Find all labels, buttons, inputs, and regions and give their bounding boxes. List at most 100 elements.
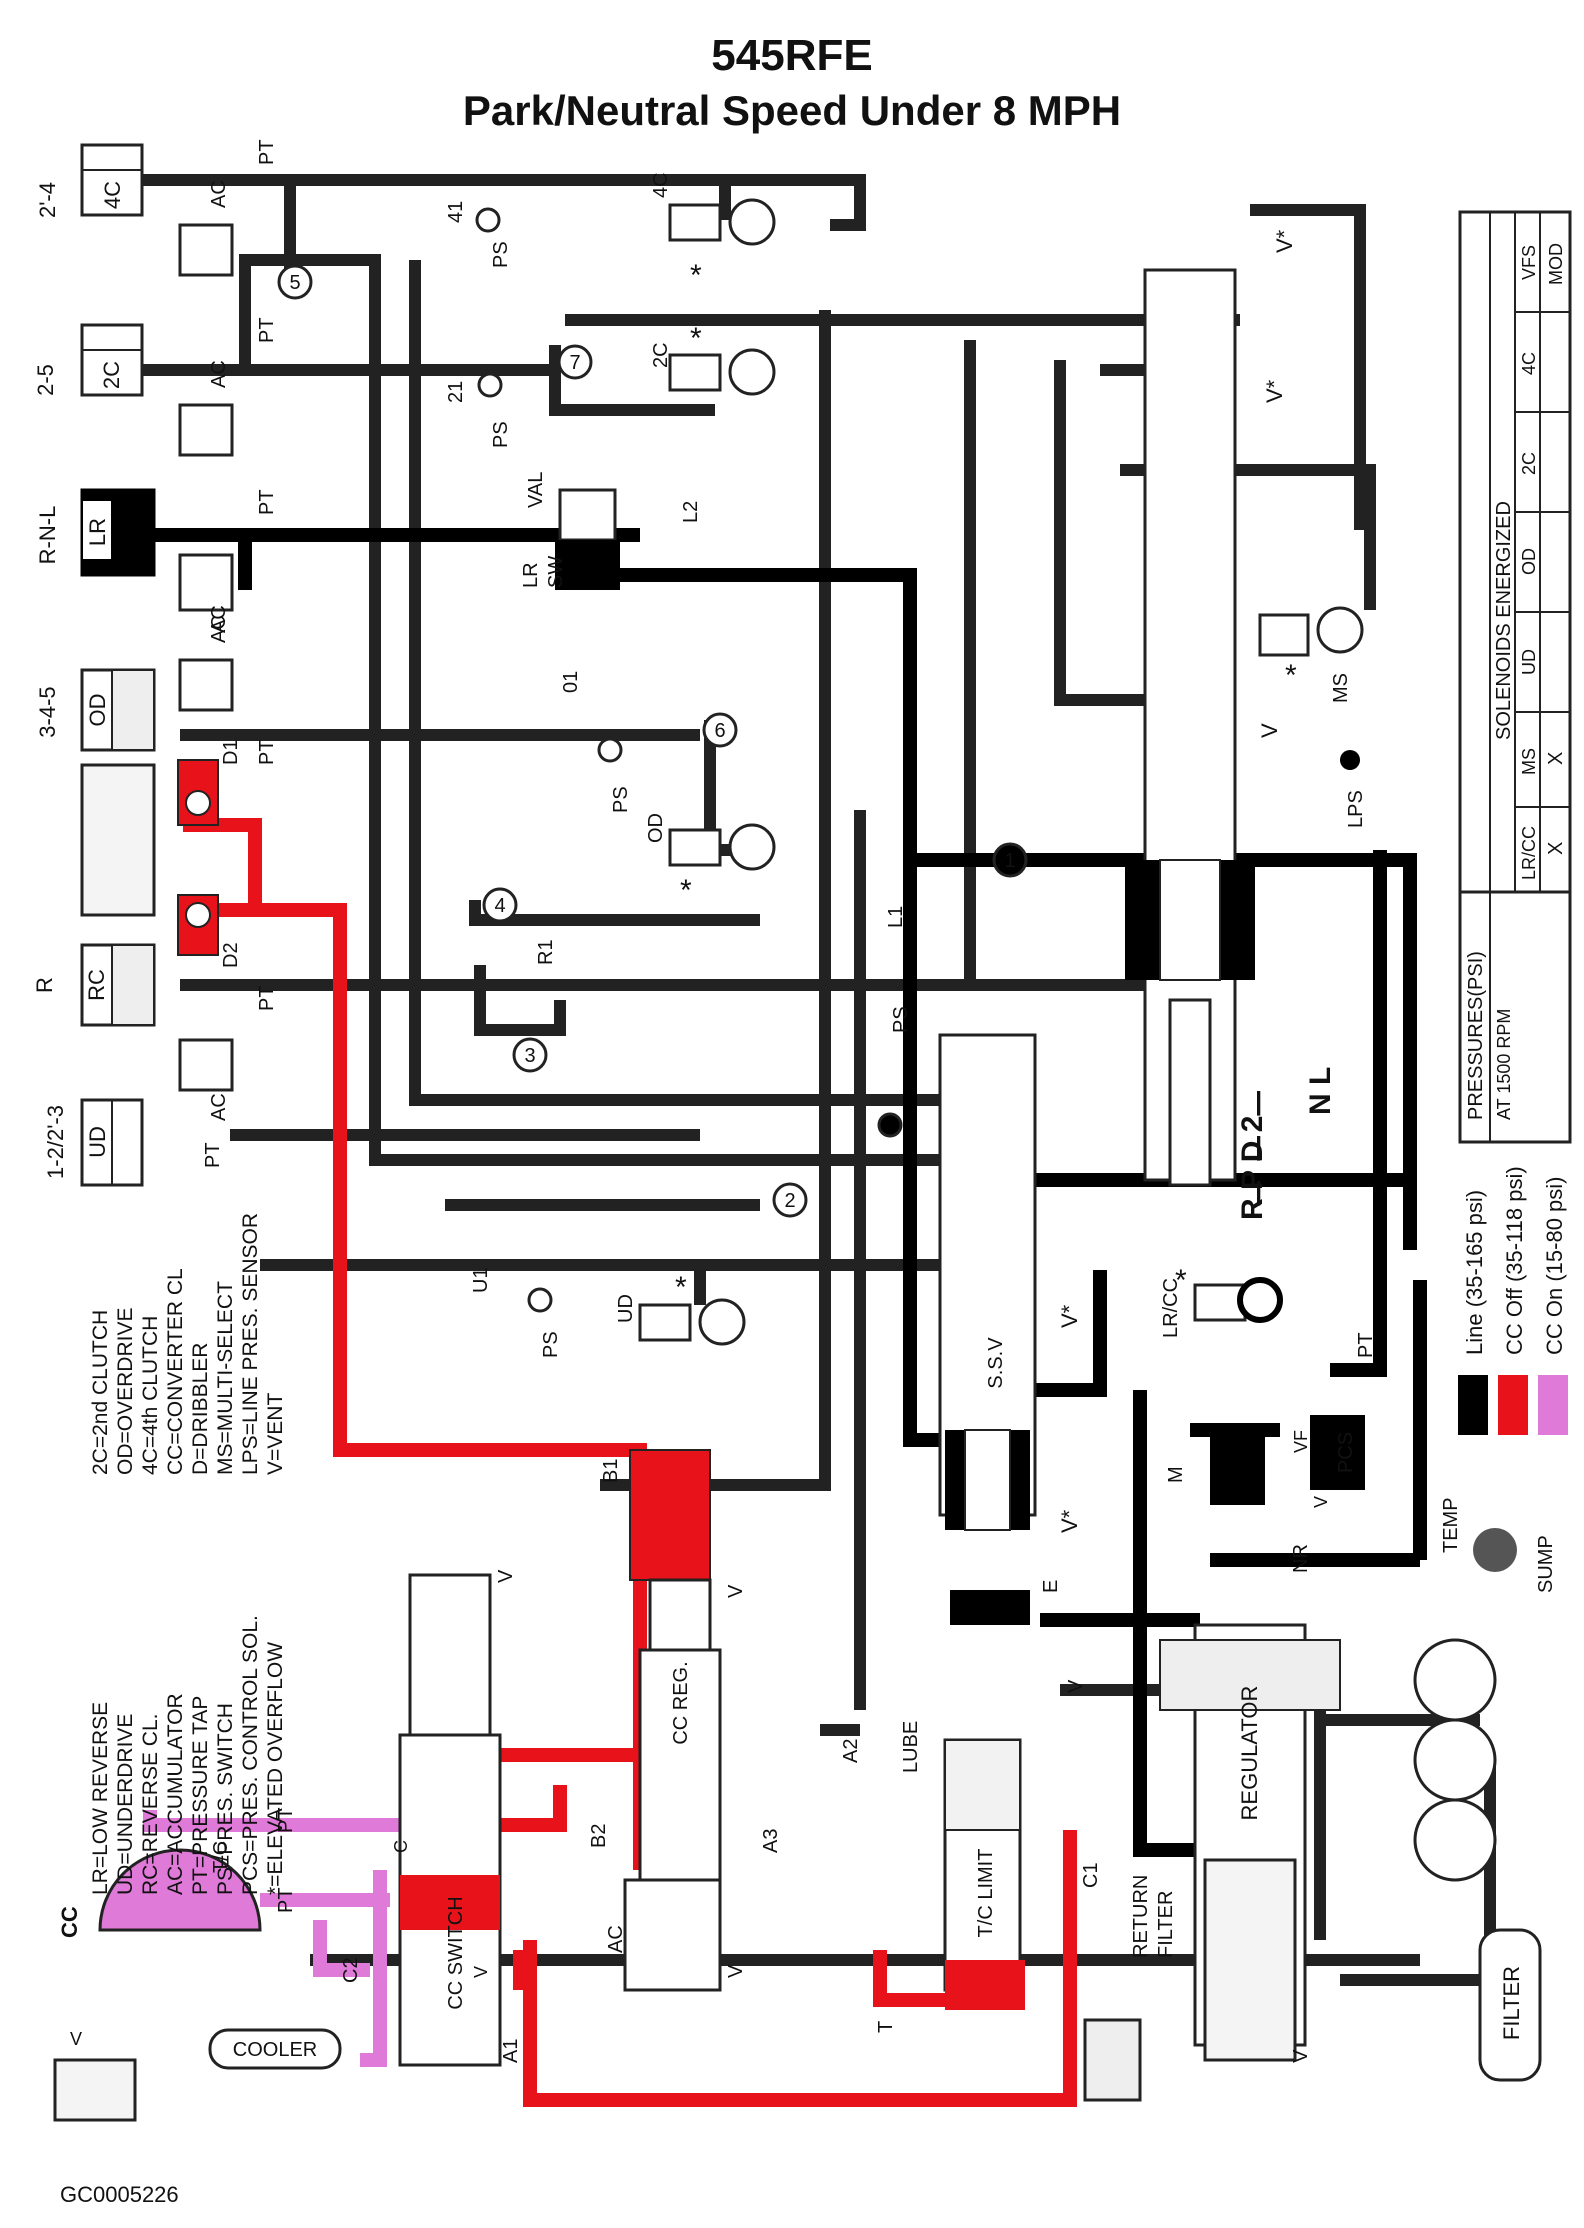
legend-abbrev-5: PS=PRES. SWITCH <box>214 1703 237 1895</box>
solenoid-col-4c: 4C <box>1519 352 1539 375</box>
svg-text:5: 5 <box>289 272 300 294</box>
valve-2c-label: 2C <box>650 342 672 368</box>
cc-switch-vent: V <box>495 1569 517 1583</box>
pink-tc-right <box>360 1870 387 2067</box>
gear-positions: | | | R P D 2 N L <box>1236 1067 1337 1220</box>
torque-converter-clutch <box>98 1848 262 1932</box>
clutch-valves <box>638 198 776 1346</box>
pressure-switch-u1 <box>527 1287 553 1313</box>
tc-limit-t: T <box>875 2021 897 2033</box>
pressure-tap-labels: PT PT PT PT PT PT <box>202 139 278 1168</box>
tc-pt-1: PT <box>275 1807 297 1833</box>
cc-reg-b1: B1 <box>600 1459 622 1483</box>
dribbler-d2: D2 <box>177 894 242 968</box>
manual-valve: V* V* V <box>1125 229 1297 1187</box>
legend-abbrev-3: AC=ACCUMULATOR <box>164 1693 187 1895</box>
ps-label-01: PS <box>610 786 632 813</box>
accumulator-ud <box>178 1038 234 1092</box>
accumulator-od <box>178 658 234 712</box>
ac-label-lr: AC <box>208 605 230 633</box>
passage-v3 <box>469 900 760 926</box>
pressure-switch-lr <box>877 1112 903 1138</box>
legend-abbrev-12: D=DRIBBLER <box>189 1343 212 1475</box>
valve-od-label: OD <box>645 813 667 843</box>
legend-abbrev-14: LPS=LINE PRES. SENSOR <box>239 1213 262 1475</box>
legend-abbrev-0: LR=LOW REVERSE <box>89 1702 112 1895</box>
ssv-label: S.S.V <box>985 1337 1007 1389</box>
cc-reg-ac: AC <box>605 1925 627 1953</box>
pt-label-4c: PT <box>256 139 278 165</box>
tc-limit-vent: V <box>1065 1679 1087 1693</box>
valve-4c <box>668 198 776 246</box>
vent-vstar-2: V* <box>1262 379 1287 403</box>
solenoid-table-pressures-title: PRESSURES(PSI) <box>1465 951 1487 1120</box>
pt-label-od: PT <box>256 739 278 765</box>
ps-label-u1: PS <box>540 1331 562 1358</box>
lps-sensor: LPS <box>1340 750 1367 828</box>
pressure-legend: Line (35-165 psi) CC Off (35-118 psi) CC… <box>1458 1166 1568 1435</box>
clutch-rc-range: R <box>32 977 57 993</box>
pressure-legend-ccon: CC On (15-80 psi) <box>1542 1176 1567 1355</box>
filter: FILTER <box>1478 1928 1542 2082</box>
check-ball-6: 6 <box>702 712 738 748</box>
tc-limit-valve: T/C LIMIT C1 LUBE T V <box>875 1679 1102 2033</box>
legend-abbrev-1: UD=UNDERDRIVE <box>114 1714 137 1895</box>
solenoid-val-ms: X <box>1545 752 1567 765</box>
pt-label-lr: PT <box>256 489 278 515</box>
svg-text:2: 2 <box>784 1190 795 1212</box>
clutch-4c-label: 4C <box>100 181 125 209</box>
ps-label-r1: R1 <box>535 939 557 965</box>
passage-r1 <box>474 965 566 1036</box>
cc-reg-label: CC REG. <box>670 1661 692 1744</box>
ac-label-od: AC <box>208 615 230 643</box>
pump <box>1413 1638 1497 1882</box>
cooler-label: COOLER <box>233 2039 317 2061</box>
line-main3 <box>1330 850 1387 1377</box>
title-block: 545RFE Park/Neutral Speed Under 8 MPH <box>0 28 1584 138</box>
pump-gear-2 <box>1413 1718 1497 1802</box>
regulator-vent: V <box>1290 2049 1312 2063</box>
pressure-switch-01 <box>597 737 623 763</box>
clutch-2c-range: 2-5 <box>33 364 58 396</box>
valve-ud-star: * <box>675 1271 687 1304</box>
return-filter: RETURN FILTER <box>1083 1875 1177 2102</box>
pressure-legend-swatch-ccoff <box>1498 1375 1528 1435</box>
tc-limit-label: T/C LIMIT <box>975 1849 997 1938</box>
cc-reg-a2: A2 <box>840 1739 862 1763</box>
clutch-rc-label: RC <box>84 969 109 1001</box>
passage-v11 <box>1250 204 1366 530</box>
lr-sw-label2: SW <box>545 556 567 588</box>
solenoid-col-2c: 2C <box>1519 452 1539 475</box>
line-main2 <box>1010 1270 1107 1397</box>
gear-row-1: R P D 2 <box>1236 1116 1269 1221</box>
legend-abbrev-4: PT=PRESSURE TAP <box>189 1696 212 1895</box>
svg-text:1: 1 <box>1004 850 1015 872</box>
cc-reg-vent: V <box>725 1964 747 1978</box>
valve-od-star: * <box>680 874 692 907</box>
valve-ud-label: UD <box>615 1294 637 1323</box>
clutch-rc: RC R <box>32 943 156 1027</box>
lr-sw-val: VAL <box>525 472 547 508</box>
red-b1 <box>560 1443 647 1870</box>
valve-ud <box>638 1298 746 1346</box>
gear-tick-3: | <box>1255 1176 1262 1206</box>
svg-text:3: 3 <box>524 1045 535 1067</box>
valve-2c <box>668 348 776 396</box>
ps-label-main: PS <box>890 1006 912 1033</box>
clutch-od-label: OD <box>85 694 110 727</box>
solenoid-val-vfs: MOD <box>1546 243 1566 285</box>
cc-switch-vent2: V <box>471 1966 491 1978</box>
pressure-legend-swatch-ccon <box>1538 1375 1568 1435</box>
clutch-ud-range: 1-2/2'-3 <box>43 1105 68 1179</box>
legend-abbrev-2: RC=REVERSE CL. <box>139 1714 162 1895</box>
gear-tick-2: | <box>1255 1131 1262 1161</box>
ac-label-ud: AC <box>208 1093 230 1121</box>
solenoid-col-ms: MS <box>1519 748 1539 775</box>
pressure-switch-41 <box>475 207 501 233</box>
clutch-4c: 4C 2'-4 <box>35 143 144 218</box>
tc-c2-label: C2 <box>340 1957 362 1983</box>
cc-reg-b2: B2 <box>588 1824 610 1848</box>
lr-sw-label1: LR <box>520 562 542 588</box>
ps-label-01-num: 01 <box>560 671 582 693</box>
cc-reg-valve: CC REG. B1 B2 A3 A2 AC V V <box>588 1449 862 1992</box>
